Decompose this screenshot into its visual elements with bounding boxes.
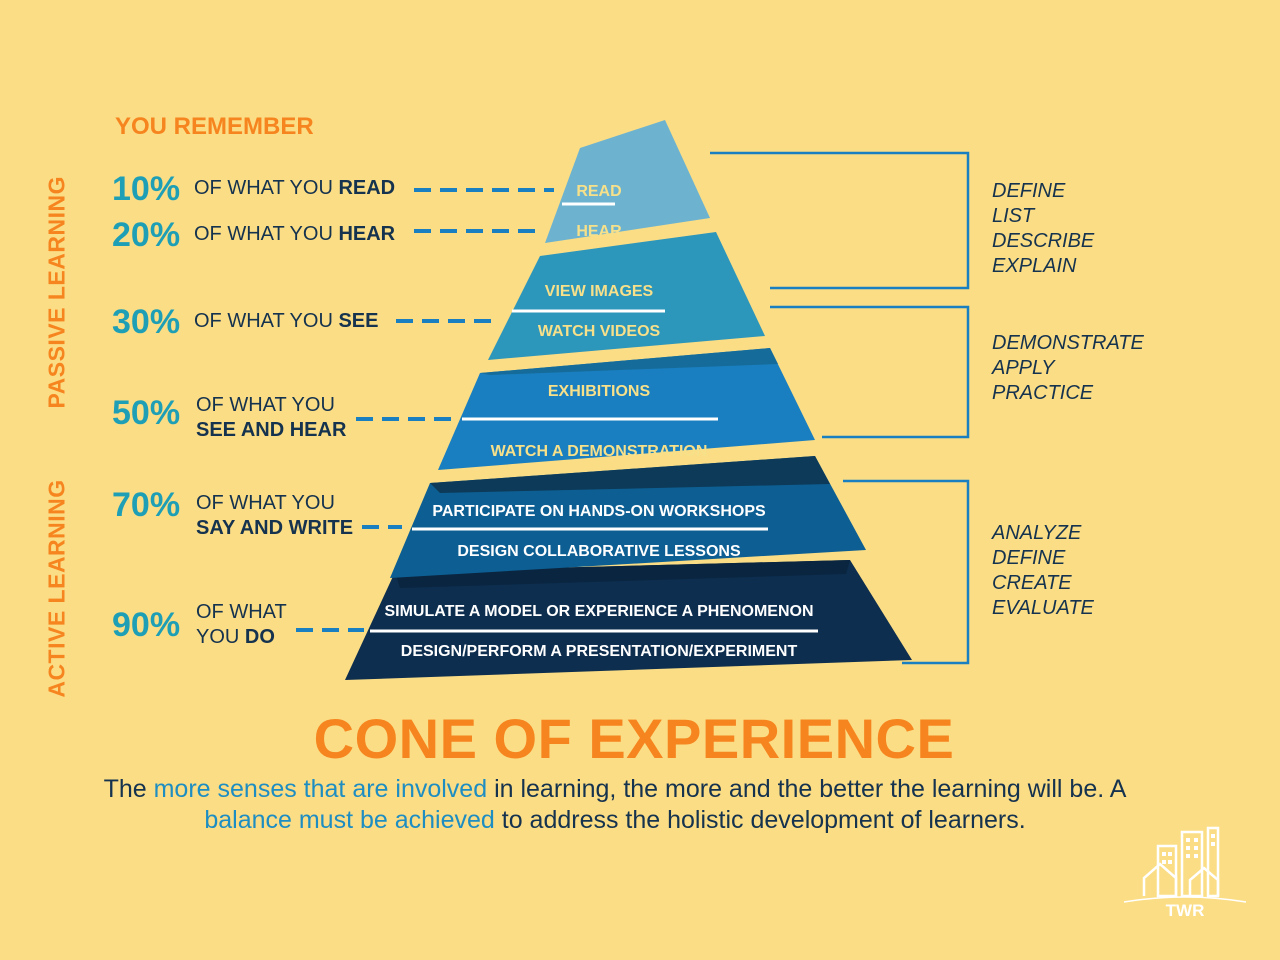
cone-tier-3-top (480, 348, 778, 375)
verb-item: DEFINE (992, 547, 1066, 569)
cone-tier-1 (545, 120, 710, 243)
cone-label-watch-demonstration: WATCH A DEMONSTRATION (490, 443, 708, 460)
desc-see-and-hear: OF WHAT YOU SEE AND HEAR (196, 394, 347, 441)
cone-tier-4-top (430, 456, 830, 493)
cone-tier-3 (438, 348, 815, 470)
verb-item: EXPLAIN (992, 255, 1077, 277)
verb-item: DEFINE (992, 180, 1066, 202)
verb-item: CREATE (992, 572, 1072, 594)
desc-hear: OF WHAT YOU HEAR (194, 223, 396, 245)
cone-label-watch-videos: WATCH VIDEOS (537, 323, 661, 340)
percent-10: 10% (112, 170, 181, 208)
verb-item: LIST (992, 205, 1035, 227)
cone-tier-5 (345, 560, 912, 680)
percent-30: 30% (112, 303, 181, 341)
percent-70: 70% (112, 486, 181, 524)
bracket-1 (710, 151, 970, 290)
percent-20: 20% (112, 216, 181, 254)
cone-tier-5-top (395, 560, 850, 588)
cone-label-collaborative-lessons: DESIGN COLLABORATIVE LESSONS (457, 543, 741, 560)
cone-label-exhibitions: EXHIBITIONS (547, 383, 651, 400)
you-remember-heading: YOU REMEMBER (115, 113, 314, 140)
cone-label-read: READ (576, 183, 622, 200)
cone-label-presentation: DESIGN/PERFORM A PRESENTATION/EXPERIMENT (400, 643, 798, 660)
cone-tier-2 (488, 232, 765, 360)
desc-read: OF WHAT YOU READ (194, 177, 396, 199)
page-title: CONE OF EXPERIENCE (313, 707, 955, 770)
caption: The more senses that are involved in lea… (103, 775, 1127, 834)
bracket-2 (770, 305, 970, 439)
cone-label-workshops: PARTICIPATE ON HANDS-ON WORKSHOPS (432, 503, 766, 520)
desc-see: OF WHAT YOU SEE (194, 310, 379, 332)
verb-item: APPLY (992, 357, 1055, 379)
bracket-3 (843, 479, 970, 665)
desc-do: OF WHAT YOU DO (196, 601, 287, 648)
verb-item: PRACTICE (992, 382, 1094, 404)
percent-90: 90% (112, 606, 181, 644)
logo-text: TWR (1166, 901, 1205, 920)
cone-label-hear: HEAR (576, 223, 622, 240)
cone-label-simulate: SIMULATE A MODEL OR EXPERIENCE A PHENOME… (384, 603, 814, 620)
verb-item: EVALUATE (992, 597, 1094, 619)
percent-50: 50% (112, 394, 181, 432)
verb-item: DEMONSTRATE (992, 332, 1144, 354)
desc-say-and-write: OF WHAT YOU SAY AND WRITE (196, 492, 354, 539)
verb-item: ANALYZE (992, 522, 1082, 544)
cone-label-view-images: VIEW IMAGES (544, 283, 654, 300)
verb-group-2: DEMONSTRATE APPLY PRACTICE (992, 331, 1144, 406)
verb-group-1: DEFINE LIST DESCRIBE EXPLAIN (992, 179, 1094, 279)
verb-group-3: ANALYZE DEFINE CREATE EVALUATE (992, 521, 1094, 621)
verb-item: DESCRIBE (992, 230, 1095, 252)
twr-logo: TWR (1120, 820, 1250, 920)
